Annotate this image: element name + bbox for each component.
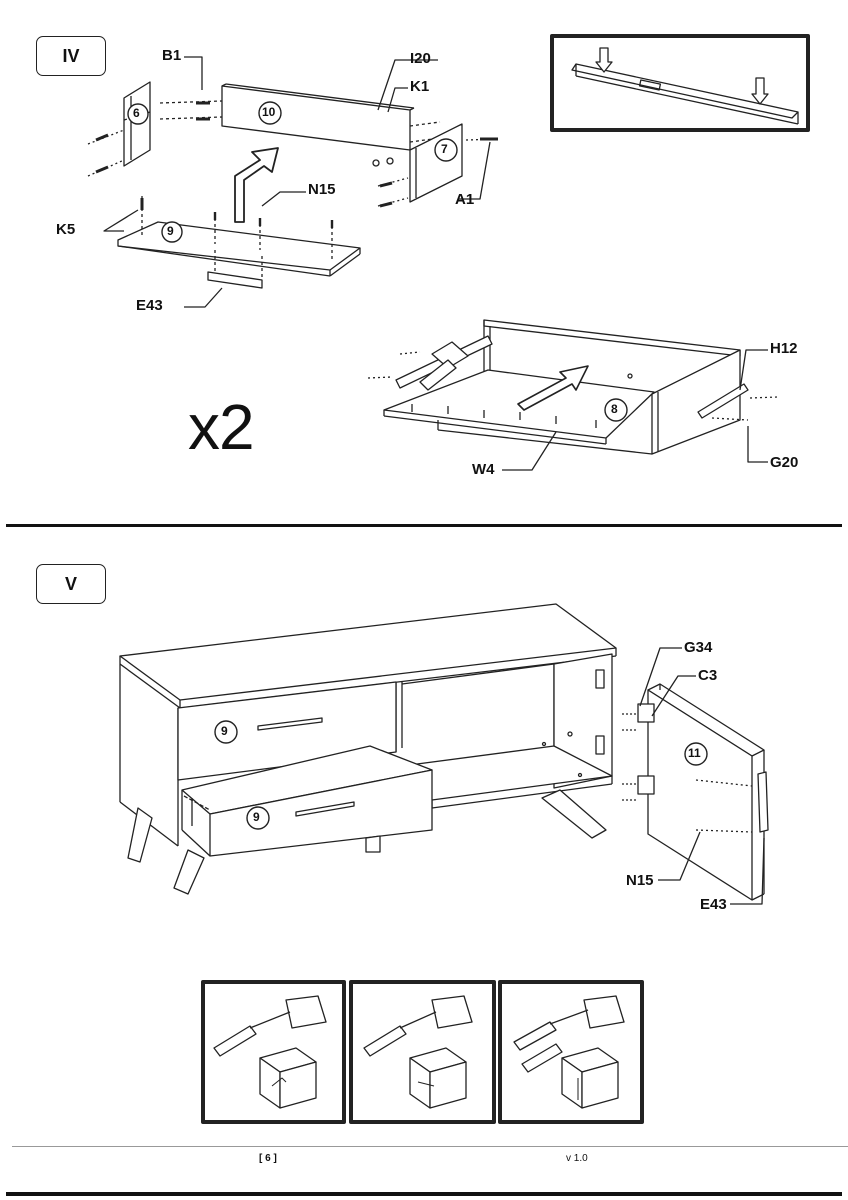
label-k5: K5 xyxy=(56,221,76,238)
label-g34: G34 xyxy=(684,639,713,656)
label-c3: C3 xyxy=(698,667,718,684)
label-e43-door: E43 xyxy=(700,896,727,913)
label-e43: E43 xyxy=(136,297,163,314)
panel-10 xyxy=(221,83,415,151)
hinge-adjust-inset-1 xyxy=(213,995,327,1109)
label-a1: A1 xyxy=(455,191,475,208)
drawer-bottom-number: 9 xyxy=(253,810,260,824)
tv-cabinet xyxy=(119,603,617,895)
bottom-bar xyxy=(6,1192,842,1196)
panel-9-number: 9 xyxy=(167,224,174,238)
label-n15: N15 xyxy=(308,181,336,198)
door-11 xyxy=(622,683,769,901)
step-badge-v: V xyxy=(36,564,106,604)
label-k1: K1 xyxy=(410,78,430,95)
page-number: [ 6 ] xyxy=(259,1153,277,1164)
label-h12: H12 xyxy=(770,340,798,357)
label-n15-door: N15 xyxy=(626,872,654,889)
panel-7-number: 7 xyxy=(441,142,448,156)
label-g20: G20 xyxy=(770,454,799,471)
section-divider xyxy=(6,524,842,527)
door-number: 11 xyxy=(688,746,701,760)
panel-number-markers xyxy=(127,101,708,830)
version-label: v 1.0 xyxy=(566,1153,588,1164)
drawer-top-number: 9 xyxy=(221,724,228,738)
rail-inset xyxy=(571,47,799,125)
panel-10-number: 10 xyxy=(262,105,276,119)
hinge-adjust-inset-3 xyxy=(513,995,625,1109)
label-w4: W4 xyxy=(472,461,495,478)
hinge-adjust-inset-2 xyxy=(363,995,473,1109)
drawer-assembly xyxy=(367,319,779,455)
step-badge-iv: IV xyxy=(36,36,106,76)
panel-8-number: 8 xyxy=(611,402,618,416)
footer-rule xyxy=(12,1146,848,1147)
label-i20: I20 xyxy=(410,50,431,67)
panel-9 xyxy=(117,221,361,277)
quantity-multiplier: x2 xyxy=(188,391,255,463)
panel-6-number: 6 xyxy=(133,106,140,120)
label-b1: B1 xyxy=(162,47,182,64)
assembly-arrow-up xyxy=(234,147,279,223)
